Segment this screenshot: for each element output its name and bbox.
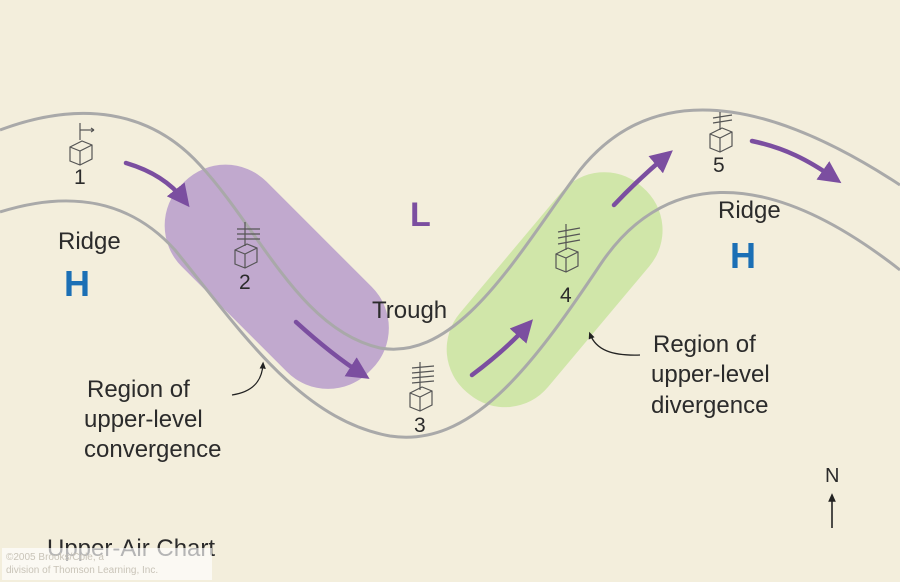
flow-arrow-icon (293, 319, 370, 379)
flow-arrow-icon (469, 319, 534, 378)
flow-arrow-icon (611, 150, 673, 208)
trough-label: Trough (372, 297, 447, 324)
contour-lower (0, 191, 900, 439)
convergence-region (164, 164, 389, 389)
wind-barb-icon (555, 224, 581, 273)
station-3-label: 3 (414, 414, 426, 437)
high-right-label: H (730, 235, 756, 276)
station-2-label: 2 (239, 271, 251, 294)
convergence-label-line-2: upper-level (84, 406, 203, 433)
wind-barb-icon (234, 222, 260, 269)
convergence-label-line-3: convergence (84, 436, 221, 463)
credit-line-1: ©2005 Brooks/Cole, a (6, 552, 104, 563)
wind-barb-icon (709, 112, 733, 153)
station-1-label: 1 (74, 166, 86, 189)
ridge-right-label: Ridge (718, 197, 781, 224)
convergence-pointer (231, 361, 266, 396)
low-label: L (410, 196, 431, 234)
north-label: N (825, 465, 839, 487)
contour-upper (0, 108, 900, 351)
convergence-label-line-1: Region of (87, 376, 190, 403)
flow-arrow-icon (749, 138, 842, 184)
ridge-left-label: Ridge (58, 228, 121, 255)
high-left-label: H (64, 263, 90, 304)
wind-barb-icon (69, 123, 95, 166)
divergence-label-line-1: Region of (653, 331, 756, 358)
copyright-credit: ©2005 Brooks/Cole, a division of Thomson… (2, 548, 212, 580)
divergence-label-line-2: upper-level (651, 361, 770, 388)
flow-arrows (123, 138, 842, 379)
divergence-label-line-3: divergence (651, 392, 768, 419)
station-4-label: 4 (560, 284, 572, 307)
station-5-label: 5 (713, 154, 725, 177)
divergence-region (446, 172, 663, 408)
credit-line-2: division of Thomson Learning, Inc. (6, 565, 159, 576)
flow-arrow-icon (123, 160, 190, 208)
wind-barb-icon (409, 362, 435, 412)
divergence-pointer (588, 331, 641, 356)
